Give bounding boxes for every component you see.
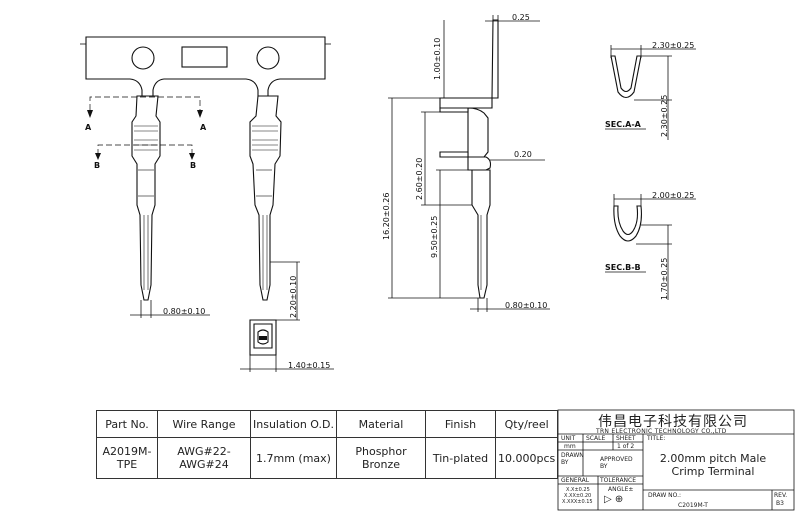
title-block: 伟昌电子科技有限公司 TRN ELECTRONIC TECHNOLOGY CO.… [558, 410, 794, 510]
tolerance-label: TOLERANCE [600, 477, 637, 484]
projection-icon: ▷ ⊕ [604, 494, 624, 505]
side-bump [467, 156, 492, 171]
company-name-cn: 伟昌电子科技有限公司 [598, 414, 748, 430]
header-insulation-od: Insulation O.D. [250, 410, 337, 438]
side-barrel-bottom [439, 151, 469, 158]
arrow-a-right [197, 110, 203, 118]
sec-a-profile [610, 55, 642, 99]
draw-no-label: DRAW NO.: [648, 492, 682, 499]
dim-sec-b-height: 1.70±0.25 [660, 258, 669, 300]
general-label: GENERAL [561, 477, 590, 484]
drawing-title: 2.00mm pitch Male Crimp Terminal [659, 452, 767, 478]
scale-label: SCALE [586, 435, 606, 442]
section-line-a [89, 96, 201, 110]
unit-label: UNIT [561, 435, 576, 442]
angle-label: ANGLE± [608, 486, 634, 493]
dim-pin-length: 9.50±0.25 [430, 216, 439, 258]
unit-value: mm [564, 443, 576, 450]
label-sec-bb: SEC.B-B [605, 263, 641, 272]
label-a-left: A [85, 123, 92, 132]
title-block-lines [557, 409, 795, 511]
draw-no-value: C2019M-T [678, 502, 708, 509]
spec-table-header-row: Part No. Wire Range Insulation O.D. Mate… [96, 410, 559, 438]
pilot-hole-right [256, 46, 280, 70]
header-wire-range: Wire Range [157, 410, 251, 438]
side-tab [491, 19, 499, 99]
cell-insulation-od: 1.7mm (max) [250, 437, 337, 479]
dim-tab-height: 1.00±0.10 [433, 38, 442, 80]
rev-value: B3 [776, 500, 784, 507]
sheet-label: SHEET [616, 435, 636, 442]
dim-sec-b-width: 2.00±0.25 [652, 191, 694, 200]
spec-table: Part No. Wire Range Insulation O.D. Mate… [96, 410, 559, 479]
sec-b-profile [613, 205, 642, 242]
dim-pin-width-side: 0.80±0.10 [505, 301, 547, 310]
front-view-group: A A B B 0.80±0.10 2.20±0.10 1.40±0.15 [80, 36, 334, 372]
tolerance-3: X.XXX±0.15 [562, 499, 593, 505]
section-aa: 2.30±0.25 2.30±0.25 SEC.A-A [605, 41, 696, 140]
label-sec-aa: SEC.A-A [605, 120, 642, 129]
terminal-front-left [131, 95, 161, 301]
side-barrel-top [439, 107, 469, 113]
spec-table-row: A2019M-TPE AWG#22-AWG#24 1.7mm (max) Pho… [96, 437, 559, 479]
header-finish: Finish [425, 410, 496, 438]
arrow-b-left [95, 153, 101, 160]
arrow-b-right [189, 153, 195, 160]
section-bb: 2.00±0.25 1.70±0.25 SEC.B-B [605, 191, 696, 300]
end-view [240, 319, 334, 372]
dim-barrel-length: 2.60±0.20 [415, 158, 424, 200]
terminal-front-right [249, 95, 282, 301]
slot-center [181, 46, 228, 68]
title-label: TITLE: [647, 435, 666, 442]
dim-tip-length: 2.20±0.10 [289, 276, 298, 318]
side-barrel [467, 107, 489, 158]
header-material: Material [336, 410, 426, 438]
cell-qty-reel: 10.000pcs [494, 437, 559, 479]
drawn-by-label: DRAWN BY [561, 452, 584, 466]
approved-by-label: APPROVED BY [600, 456, 633, 470]
dim-thickness-mid: 0.20 [514, 150, 532, 159]
section-line-b [97, 144, 193, 155]
label-b-left: B [94, 161, 100, 170]
dim-top-thickness: 0.25 [512, 13, 530, 22]
cell-part-no: A2019M-TPE [96, 437, 158, 479]
sheet-value: 1 of 2 [617, 443, 635, 450]
header-part-no: Part No. [96, 410, 158, 438]
cell-finish: Tin-plated [425, 437, 496, 479]
label-a-right: A [200, 123, 207, 132]
label-b-right: B [190, 161, 196, 170]
dim-sec-a-width: 2.30±0.25 [652, 41, 694, 50]
cell-wire-range: AWG#22-AWG#24 [157, 437, 251, 479]
dim-end-width: 1.40±0.15 [288, 361, 330, 370]
header-qty-reel: Qty/reel [494, 410, 559, 438]
dim-pin-width-front: 0.80±0.10 [163, 307, 205, 316]
side-tab-base [439, 97, 493, 109]
side-view-group: 0.25 1.00±0.10 16.20±0.26 2.60±0.20 0.20… [382, 13, 550, 312]
dim-total-length: 16.20±0.26 [382, 193, 391, 240]
tolerance-2: X.XX±0.20 [564, 493, 592, 499]
rev-label: REV. [774, 492, 788, 499]
cell-material: Phosphor Bronze [336, 437, 426, 479]
arrow-a-left [87, 110, 93, 118]
tolerance-1: X.X±0.25 [566, 487, 590, 493]
company-name-en: TRN ELECTRONIC TECHNOLOGY CO.,LTD [596, 428, 727, 435]
pilot-hole-left [131, 46, 155, 70]
dim-sec-a-height: 2.30±0.25 [660, 95, 669, 137]
